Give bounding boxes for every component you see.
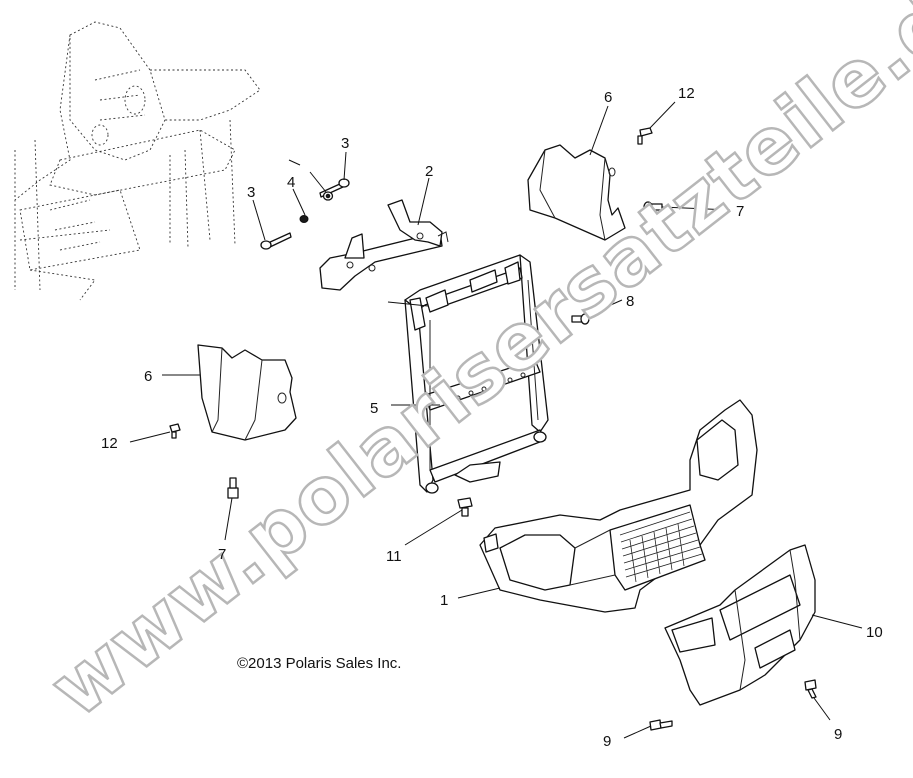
screw-9-right: [804, 679, 817, 699]
bolt-3-left: [260, 232, 292, 250]
screw-7-left: [227, 477, 239, 499]
callout-12: 12: [678, 85, 695, 102]
hood-grille: [619, 511, 703, 583]
callout-12: 12: [101, 435, 118, 452]
callout-6: 6: [604, 89, 612, 106]
callout-7: 7: [736, 203, 744, 220]
callout-7: 7: [218, 546, 226, 563]
callout-11: 11: [386, 548, 402, 565]
callout-9: 9: [603, 733, 611, 750]
part-10-bumper: [664, 544, 816, 706]
part-6-panel-right: [527, 144, 626, 241]
pin-11: [457, 497, 473, 517]
frame-holes: [442, 372, 526, 405]
part-5-frame: [404, 254, 549, 494]
part-2-bracket: [319, 199, 449, 291]
vehicle-frame: [14, 21, 261, 301]
callout-2: 2: [425, 163, 433, 180]
pin-12-top: [637, 127, 653, 145]
callout-3: 3: [341, 135, 349, 152]
callout-1: 1: [440, 592, 448, 609]
leader-lines: [129, 101, 863, 739]
part-1-front-hood: [479, 399, 758, 613]
callouts: 3 3 4 2 6 12 7 8 5 6 12 7 11 1 10 9 9: [101, 85, 883, 750]
part-6-panel-left: [197, 344, 297, 441]
callout-5: 5: [370, 400, 378, 417]
screw-7-right: [643, 201, 663, 213]
callout-9: 9: [834, 726, 842, 743]
screw-9-bottom: [649, 719, 673, 731]
callout-4: 4: [287, 174, 295, 191]
nut-4: [299, 191, 334, 223]
screw-8: [571, 313, 590, 325]
callout-6: 6: [144, 368, 152, 385]
callout-3: 3: [247, 184, 255, 201]
callout-8: 8: [626, 293, 634, 310]
pin-12-left: [169, 423, 181, 439]
copyright-text: ©2013 Polaris Sales Inc.: [237, 655, 401, 672]
callout-10: 10: [866, 624, 883, 641]
